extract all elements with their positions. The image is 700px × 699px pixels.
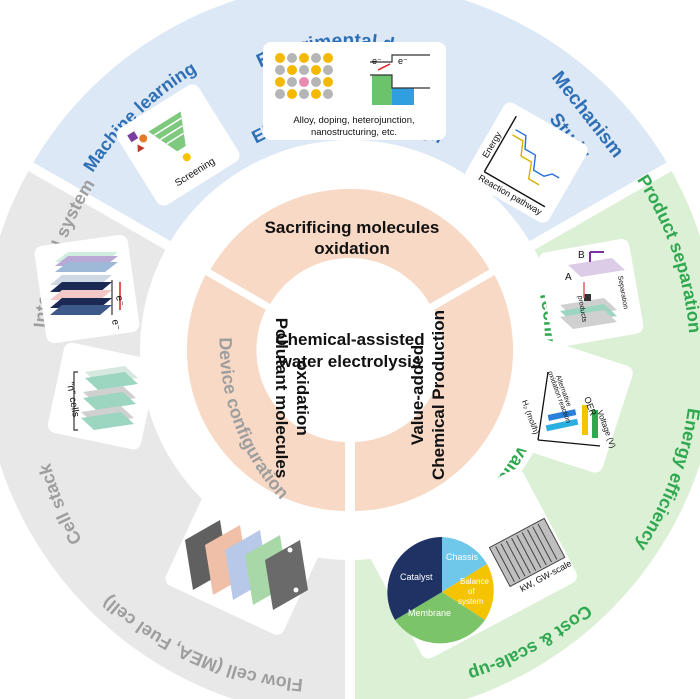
inner-left-line1: Pollutant molecules: [272, 318, 291, 479]
sep-b: B: [578, 250, 585, 261]
efficiency-bar-alt-1: [547, 409, 577, 421]
energy-profile-line-1: [515, 129, 560, 179]
int-e1: e⁻: [113, 295, 126, 308]
efficiency-bar-oer-2: [592, 410, 598, 438]
inner-top-line2: oxidation: [314, 239, 390, 258]
exp-caption-2: nanostructuring, etc.: [311, 127, 397, 138]
electrolyzer-stack-icon: [488, 517, 566, 588]
panel-efficiency: OER Alternative oxidation reaction H₂ (m…: [507, 339, 633, 473]
cost-balance-2: of: [468, 587, 475, 596]
inner-top-line1: Sacrificing molecules: [265, 218, 440, 237]
panel-ml: Screening: [116, 84, 240, 206]
energy-profile-line-2: [512, 134, 540, 186]
int-e2: e⁻: [109, 319, 122, 332]
panel-integrated: e⁻ e⁻: [34, 234, 140, 344]
inner-sector-right: [355, 275, 514, 511]
inner-right-line2: Chemical Production: [429, 310, 448, 480]
inner-left-label: Pollutant molecules oxidation: [272, 318, 312, 479]
funnel-icon: [127, 111, 191, 162]
exp-caption-1: Alloy, doping, heterojunction,: [293, 115, 414, 126]
alloy-lattice-icon: [275, 53, 333, 99]
exp-e1: e⁻: [372, 56, 382, 66]
cost-catalyst: Catalyst: [400, 572, 433, 582]
inner-left-line2: oxidation: [293, 360, 312, 436]
cost-pie: [387, 537, 494, 644]
sep-products: products: [576, 295, 588, 323]
heterojunction-icon: e⁻ e⁻: [370, 54, 430, 105]
center-title-line1: Chemical-assisted: [275, 330, 424, 349]
inner-sector-top: [210, 188, 490, 304]
panel-flowcell: [165, 485, 325, 635]
inner-sector-left: [186, 275, 345, 511]
exp-e2: e⁻: [398, 56, 408, 66]
efficiency-bar-alt-2: [545, 418, 579, 432]
inner-right-line1: Value-added: [408, 345, 427, 445]
cost-chassis: Chassis: [446, 552, 479, 562]
inner-right-label: Value-added Chemical Production: [408, 310, 448, 480]
center-title-line2: water electrolysis: [278, 352, 422, 371]
cost-balance-1: Balance: [460, 577, 489, 586]
cost-balance-3: system: [458, 597, 484, 606]
panel-experimental: e⁻ e⁻ Alloy, doping, heterojunction, nan…: [263, 42, 446, 140]
center-circle: [262, 262, 438, 438]
efficiency-bar-oer: [582, 405, 588, 435]
cost-membrane: Membrane: [408, 608, 451, 618]
panel-cellstack: "n" cells: [47, 342, 158, 450]
sep-a: A: [565, 272, 572, 283]
panel-separation: A B products Separation: [538, 239, 644, 347]
